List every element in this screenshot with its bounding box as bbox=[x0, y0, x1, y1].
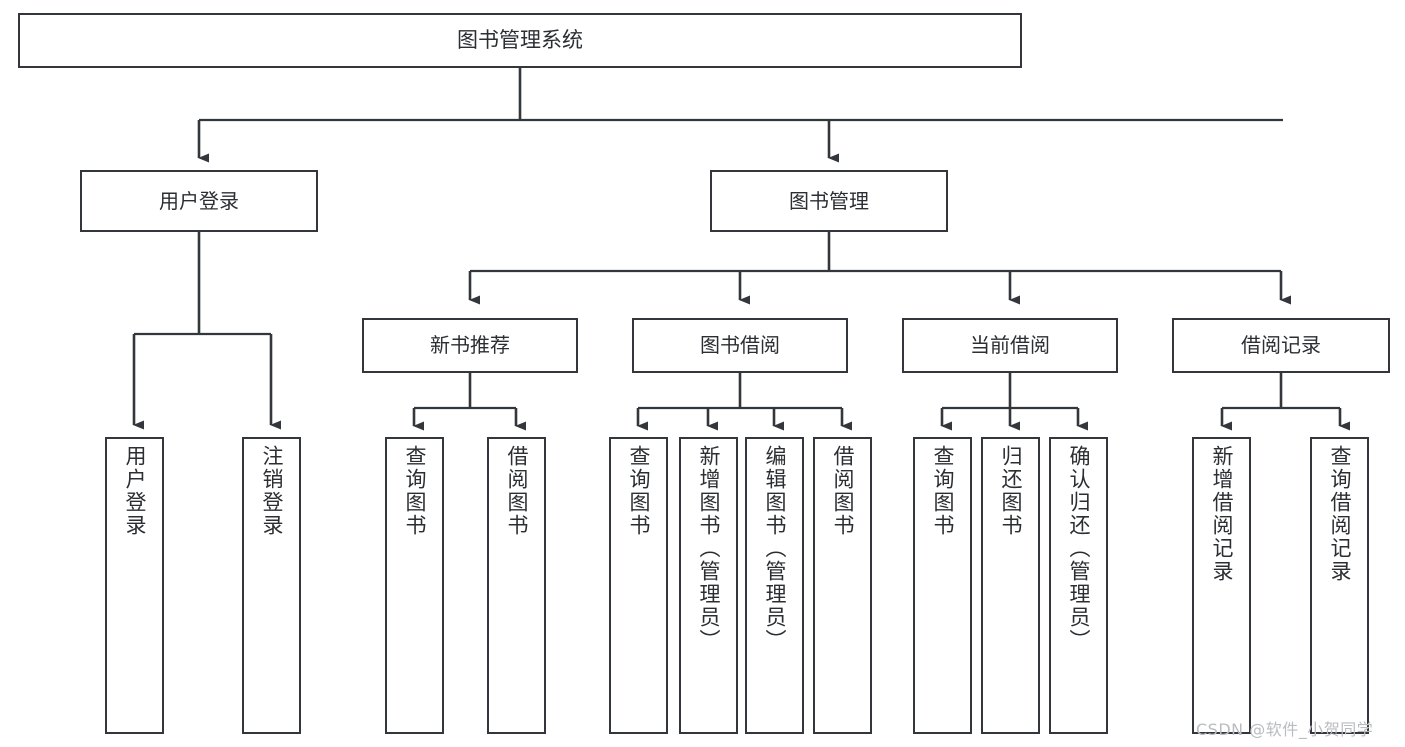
node-leaf-confirm-return-admin[interactable]: 确认归还（管理员） bbox=[1049, 437, 1108, 734]
node-book-management-label: 图书管理 bbox=[789, 188, 869, 213]
node-leaf-return-books[interactable]: 归还图书 bbox=[981, 437, 1040, 734]
node-book-borrow-label: 图书借阅 bbox=[700, 333, 780, 358]
node-leaf-edit-book-admin[interactable]: 编辑图书（管理员） bbox=[745, 437, 804, 734]
node-current-borrow[interactable]: 当前借阅 bbox=[902, 318, 1118, 373]
node-new-book-recommend-label: 新书推荐 bbox=[430, 333, 510, 358]
node-new-book-recommend[interactable]: 新书推荐 bbox=[362, 318, 578, 373]
node-leaf-add-book-admin-label: 新增图书（管理员） bbox=[697, 445, 721, 652]
node-leaf-query-books-current-label: 查询图书 bbox=[931, 445, 955, 537]
node-leaf-logout[interactable]: 注销登录 bbox=[242, 437, 301, 734]
node-root-system[interactable]: 图书管理系统 bbox=[18, 13, 1022, 68]
csdn-watermark: CSDN @软件_小贺同学 bbox=[1196, 720, 1374, 739]
node-leaf-query-books-current[interactable]: 查询图书 bbox=[913, 437, 972, 734]
node-leaf-add-book-admin[interactable]: 新增图书（管理员） bbox=[679, 437, 738, 734]
node-leaf-borrow-books-new-label: 借阅图书 bbox=[505, 445, 529, 537]
node-leaf-query-books-new[interactable]: 查询图书 bbox=[385, 437, 444, 734]
node-leaf-logout-label: 注销登录 bbox=[260, 445, 284, 537]
node-leaf-query-borrow-record[interactable]: 查询借阅记录 bbox=[1310, 437, 1369, 734]
node-borrow-records[interactable]: 借阅记录 bbox=[1172, 318, 1390, 373]
node-leaf-add-borrow-record-label: 新增借阅记录 bbox=[1210, 445, 1234, 583]
node-leaf-user-login[interactable]: 用户登录 bbox=[105, 437, 164, 734]
node-borrow-records-label: 借阅记录 bbox=[1241, 333, 1321, 358]
node-user-login[interactable]: 用户登录 bbox=[80, 170, 318, 232]
node-leaf-query-borrow-record-label: 查询借阅记录 bbox=[1328, 445, 1352, 583]
node-leaf-add-borrow-record[interactable]: 新增借阅记录 bbox=[1192, 437, 1251, 734]
node-leaf-edit-book-admin-label: 编辑图书（管理员） bbox=[763, 445, 787, 652]
node-root-system-label: 图书管理系统 bbox=[457, 27, 583, 52]
node-book-borrow[interactable]: 图书借阅 bbox=[632, 318, 848, 373]
node-leaf-query-books-new-label: 查询图书 bbox=[403, 445, 427, 537]
node-current-borrow-label: 当前借阅 bbox=[970, 333, 1050, 358]
node-user-login-label: 用户登录 bbox=[159, 188, 239, 213]
node-leaf-borrow-books-borrow[interactable]: 借阅图书 bbox=[813, 437, 872, 734]
node-leaf-user-login-label: 用户登录 bbox=[123, 445, 147, 537]
node-book-management[interactable]: 图书管理 bbox=[710, 170, 948, 232]
node-leaf-confirm-return-admin-label: 确认归还（管理员） bbox=[1067, 445, 1091, 652]
node-leaf-borrow-books-borrow-label: 借阅图书 bbox=[831, 445, 855, 537]
node-leaf-borrow-books-new[interactable]: 借阅图书 bbox=[487, 437, 546, 734]
node-leaf-query-books-borrow[interactable]: 查询图书 bbox=[609, 437, 668, 734]
node-leaf-query-books-borrow-label: 查询图书 bbox=[627, 445, 651, 537]
node-leaf-return-books-label: 归还图书 bbox=[999, 445, 1023, 537]
